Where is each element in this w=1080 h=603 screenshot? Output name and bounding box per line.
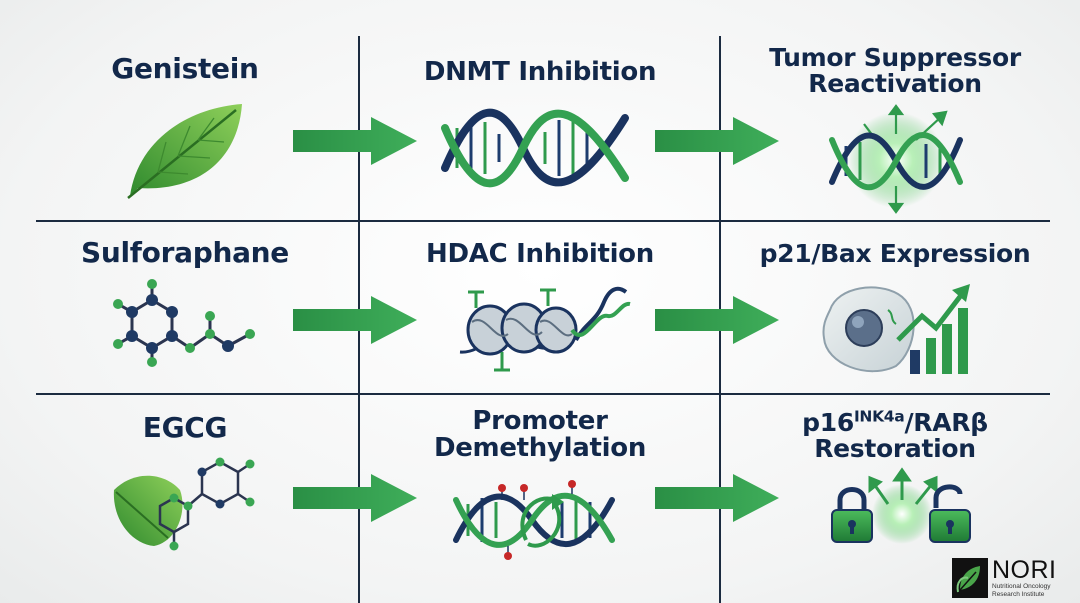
outcome-p21-bax-label: p21/Bax Expression: [759, 239, 1031, 268]
nori-leaf-icon: [952, 558, 988, 598]
nori-logo: NORI Nutritional Oncology Research Insti…: [952, 556, 1076, 600]
arrow-1a: [293, 117, 417, 165]
outcome-line-1: p16INK4a/RARβ: [760, 407, 1030, 437]
outcome-tumor-suppressor-label: Tumor Suppressor Reactivation: [750, 43, 1040, 99]
glowing-dna-icon: [826, 104, 966, 214]
arrow-2a: [293, 296, 417, 344]
gene-p16: p16: [802, 408, 854, 437]
mechanism-line-2: Demethylation: [433, 433, 647, 464]
demethylation-dna-icon: [452, 480, 632, 560]
agent-genistein-label: Genistein: [111, 52, 259, 85]
arrow-3a: [293, 474, 417, 522]
outcome-p16-rarb-label: p16INK4a/RARβ Restoration: [760, 407, 1030, 464]
logo-subtitle: Nutritional Oncology Research Institute: [992, 583, 1051, 598]
row-divider-1: [36, 220, 1050, 222]
leaf-icon: [118, 100, 248, 200]
gene-superscript: INK4a: [853, 407, 905, 426]
arrow-1b: [655, 117, 779, 165]
arrow-2b: [655, 296, 779, 344]
nucleosome-icon: [456, 282, 636, 378]
outcome-line-1: Tumor Suppressor: [769, 43, 1021, 72]
gene-rarb: /RARβ: [904, 408, 988, 437]
mechanism-hdac-label: HDAC Inhibition: [426, 239, 654, 269]
outcome-line-2: Reactivation: [808, 69, 982, 99]
row-divider-2: [36, 393, 1050, 395]
dna-helix-icon: [441, 108, 630, 188]
arrow-3b: [655, 474, 779, 522]
cell-growth-chart-icon: [818, 280, 978, 380]
agent-egcg-label: EGCG: [142, 411, 228, 444]
mechanism-line-1: Promoter: [472, 406, 608, 436]
mechanism-dnmt-label: DNMT Inhibition: [423, 57, 657, 87]
mechanism-demethylation-label: Promoter Demethylation: [400, 406, 680, 464]
agent-sulforaphane-label: Sulforaphane: [80, 236, 289, 269]
leaf-molecule-icon: [104, 450, 255, 560]
molecule-icon: [112, 276, 262, 367]
logo-name: NORI: [992, 556, 1057, 585]
outcome-line-2: Restoration: [814, 434, 976, 464]
unlock-icon: [828, 467, 978, 550]
